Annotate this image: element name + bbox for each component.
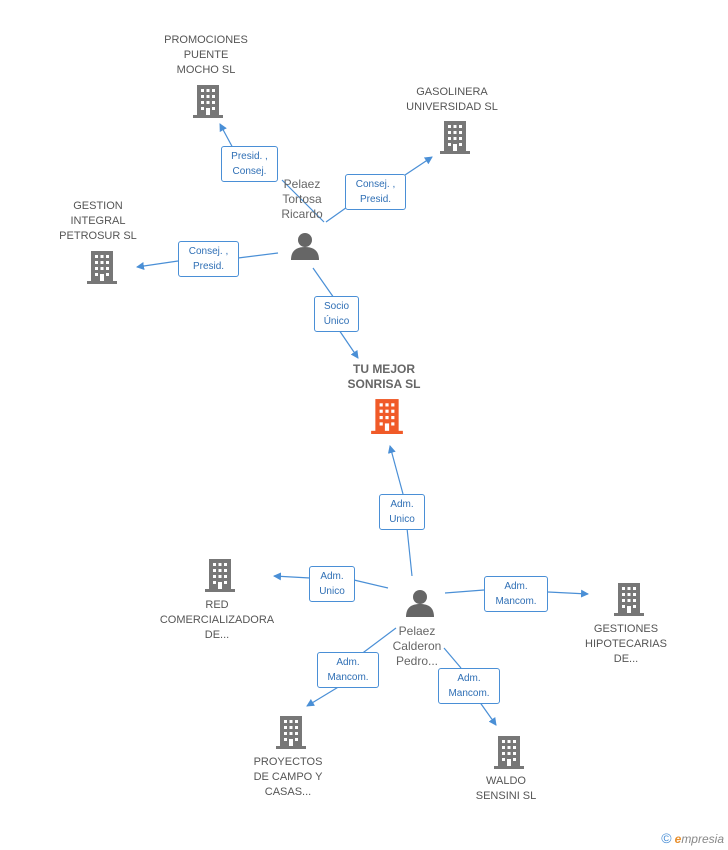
relation-label[interactable]: Consej. , Presid. xyxy=(345,174,406,210)
company-label-red[interactable]: RED COMERCIALIZADORA DE... xyxy=(159,599,275,641)
relation-arrow xyxy=(306,685,341,707)
relation-arrow xyxy=(404,156,433,176)
relation-line xyxy=(237,252,279,259)
brand-e: e xyxy=(674,832,682,846)
relation-label[interactable]: Adm. Unico xyxy=(379,494,425,530)
relation-arrow xyxy=(547,589,589,598)
company-label-gasolinera[interactable]: GASOLINERA UNIVERSIDAD SL xyxy=(406,86,498,113)
relation-arrow xyxy=(273,572,311,581)
relation-line xyxy=(359,627,397,656)
relation-line xyxy=(444,589,485,594)
company-label-tu-mejor-sonrisa[interactable]: TU MEJOR SONRISA SL xyxy=(347,362,421,391)
relation-label[interactable]: Adm. Mancom. xyxy=(317,652,379,688)
person-icon[interactable] xyxy=(290,232,320,260)
relation-arrow xyxy=(136,260,179,270)
relation-label[interactable]: Consej. , Presid. xyxy=(178,241,239,277)
relation-label[interactable]: Presid. , Consej. xyxy=(221,146,278,182)
relation-label[interactable]: Adm. Mancom. xyxy=(484,576,548,612)
company-label-gestion[interactable]: GESTION INTEGRAL PETROSUR SL xyxy=(59,200,137,242)
relation-arrow xyxy=(338,329,359,359)
building-icon[interactable] xyxy=(440,120,470,154)
relation-line xyxy=(406,527,413,577)
building-icon[interactable] xyxy=(494,735,524,769)
person-label-pelaez-tortosa[interactable]: Pelaez Tortosa Ricardo xyxy=(281,177,323,221)
company-label-waldo[interactable]: WALDO SENSINI SL xyxy=(475,775,537,802)
relation-label[interactable]: Adm. Mancom. xyxy=(438,668,500,704)
relation-line xyxy=(353,579,389,589)
company-label-promociones[interactable]: PROMOCIONES PUENTE MOCHO SL xyxy=(164,34,248,76)
building-icon[interactable] xyxy=(276,715,306,749)
building-icon-main[interactable] xyxy=(371,398,403,434)
person-label-pelaez-calderon[interactable]: Pelaez Calderon Pedro... xyxy=(392,624,442,668)
building-icon[interactable] xyxy=(193,84,223,118)
building-icon[interactable] xyxy=(87,250,117,284)
relation-arrow xyxy=(387,445,404,495)
company-label-proyectos[interactable]: PROYECTOS DE CAMPO Y CASAS... xyxy=(253,756,323,798)
relation-label[interactable]: Socio Único xyxy=(314,296,359,332)
relation-line xyxy=(281,179,325,223)
person-icon[interactable] xyxy=(405,589,435,617)
empresia-logo: ©empresia xyxy=(661,830,724,846)
copyright-symbol: © xyxy=(661,830,672,846)
brand-rest: mpresia xyxy=(681,832,724,846)
relation-line xyxy=(312,267,335,299)
building-icon[interactable] xyxy=(205,558,235,592)
relation-label[interactable]: Adm. Unico xyxy=(309,566,355,602)
relation-arrow xyxy=(478,700,497,726)
relation-line xyxy=(443,647,462,669)
company-label-gestiones[interactable]: GESTIONES HIPOTECARIAS DE... xyxy=(585,623,667,665)
building-icon[interactable] xyxy=(614,582,644,616)
